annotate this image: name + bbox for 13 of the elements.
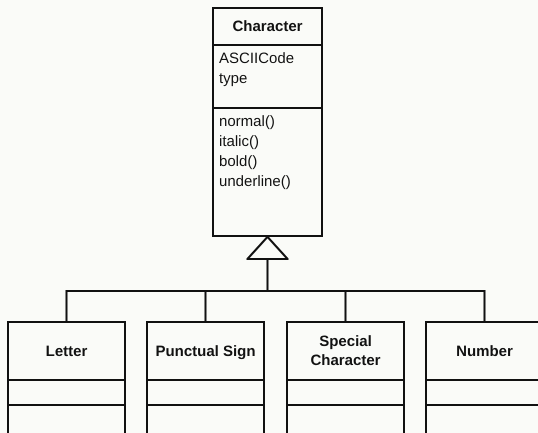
class-name: Punctual Sign — [155, 342, 256, 360]
method-list: normal() italic() bold() underline() — [219, 112, 291, 192]
class-box — [212, 7, 323, 237]
class-name: Character — [232, 17, 303, 36]
class-name: Number — [456, 342, 513, 360]
generalization-arrow — [246, 236, 486, 321]
class-box — [425, 321, 538, 433]
class-box — [286, 321, 405, 433]
class-name: Special Character — [309, 332, 382, 370]
class-name: Letter — [46, 342, 88, 360]
attribute-list: ASCIICode type — [219, 49, 294, 89]
class-box — [7, 321, 126, 433]
class-box — [146, 321, 265, 433]
